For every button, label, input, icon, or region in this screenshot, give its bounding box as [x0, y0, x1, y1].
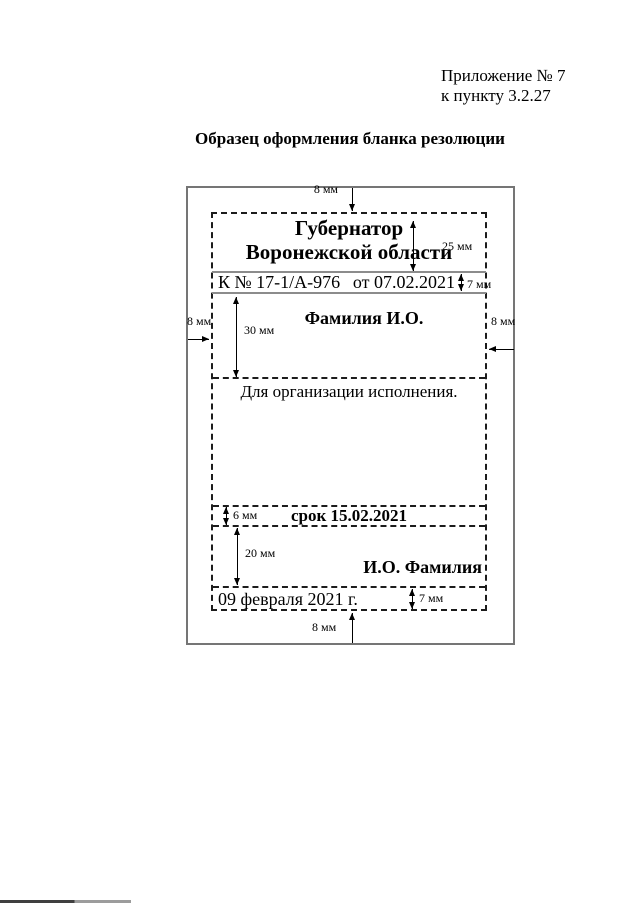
org-name-line2: Воронежской области — [245, 240, 453, 264]
header-height-label: 25 мм — [442, 239, 473, 253]
org-name-line1: Губернатор — [294, 216, 404, 240]
bottom-margin-arrow-icon — [349, 613, 355, 643]
page-bottom-rule — [0, 900, 131, 903]
reference-date: от 07.02.2021 — [352, 272, 455, 292]
signer-block-separator — [213, 377, 485, 379]
deadline-bottom-separator — [213, 525, 485, 527]
signature-block-height-label: 20 мм — [245, 546, 276, 560]
appendix-reference: Приложение № 7 к пункту 3.2.27 — [441, 66, 565, 106]
right-margin-label: 8 мм — [491, 314, 516, 328]
signature-block-separator — [213, 586, 485, 588]
page-title: Образец оформления бланка резолюции — [195, 129, 505, 148]
date-row-height-label: 7 мм — [419, 591, 444, 605]
signer-block-height-label: 30 мм — [244, 323, 275, 337]
left-margin-arrow-icon — [188, 336, 209, 342]
resolution-date: 09 февраля 2021 г. — [218, 589, 358, 609]
date-row-height-arrow-icon — [409, 589, 415, 609]
signer-block-height-arrow-icon — [233, 297, 239, 377]
appendix-number: Приложение № 7 — [441, 66, 566, 85]
signature-block-height-arrow-icon — [234, 528, 240, 585]
top-margin-label: 8 мм — [313, 182, 338, 196]
form-boundary — [211, 212, 487, 611]
deadline-row-height-label: 6 мм — [233, 508, 258, 522]
ref-row-height-label: 7 мм — [467, 277, 492, 291]
sheet-outline — [186, 186, 515, 645]
reference-number: К № 17-1/А-976 — [218, 272, 341, 292]
deadline-top-separator — [213, 505, 485, 507]
header-height-arrow-icon — [410, 221, 416, 271]
ref-row-height-arrow-icon — [458, 274, 464, 291]
deadline-text: срок 15.02.2021 — [290, 506, 408, 525]
bottom-margin-label: 8 мм — [312, 620, 337, 634]
signer-name: Фамилия И.О. — [304, 308, 424, 328]
right-margin-arrow-icon — [489, 346, 514, 352]
reference-underline — [212, 292, 486, 294]
reference-row: К № 17-1/А-976 от 07.02.2021 — [211, 273, 487, 292]
top-margin-arrow-icon — [349, 188, 355, 211]
deadline-row-height-arrow-icon — [223, 507, 229, 525]
executor-name: И.О. Фамилия — [363, 557, 482, 577]
instruction-text: Для организации исполнения. — [240, 382, 458, 401]
header-divider-line — [212, 271, 486, 273]
org-header: Губернатор Воронежской области — [211, 216, 487, 264]
left-margin-label: 8 мм — [187, 314, 212, 328]
appendix-clause: к пункту 3.2.27 — [441, 86, 551, 105]
